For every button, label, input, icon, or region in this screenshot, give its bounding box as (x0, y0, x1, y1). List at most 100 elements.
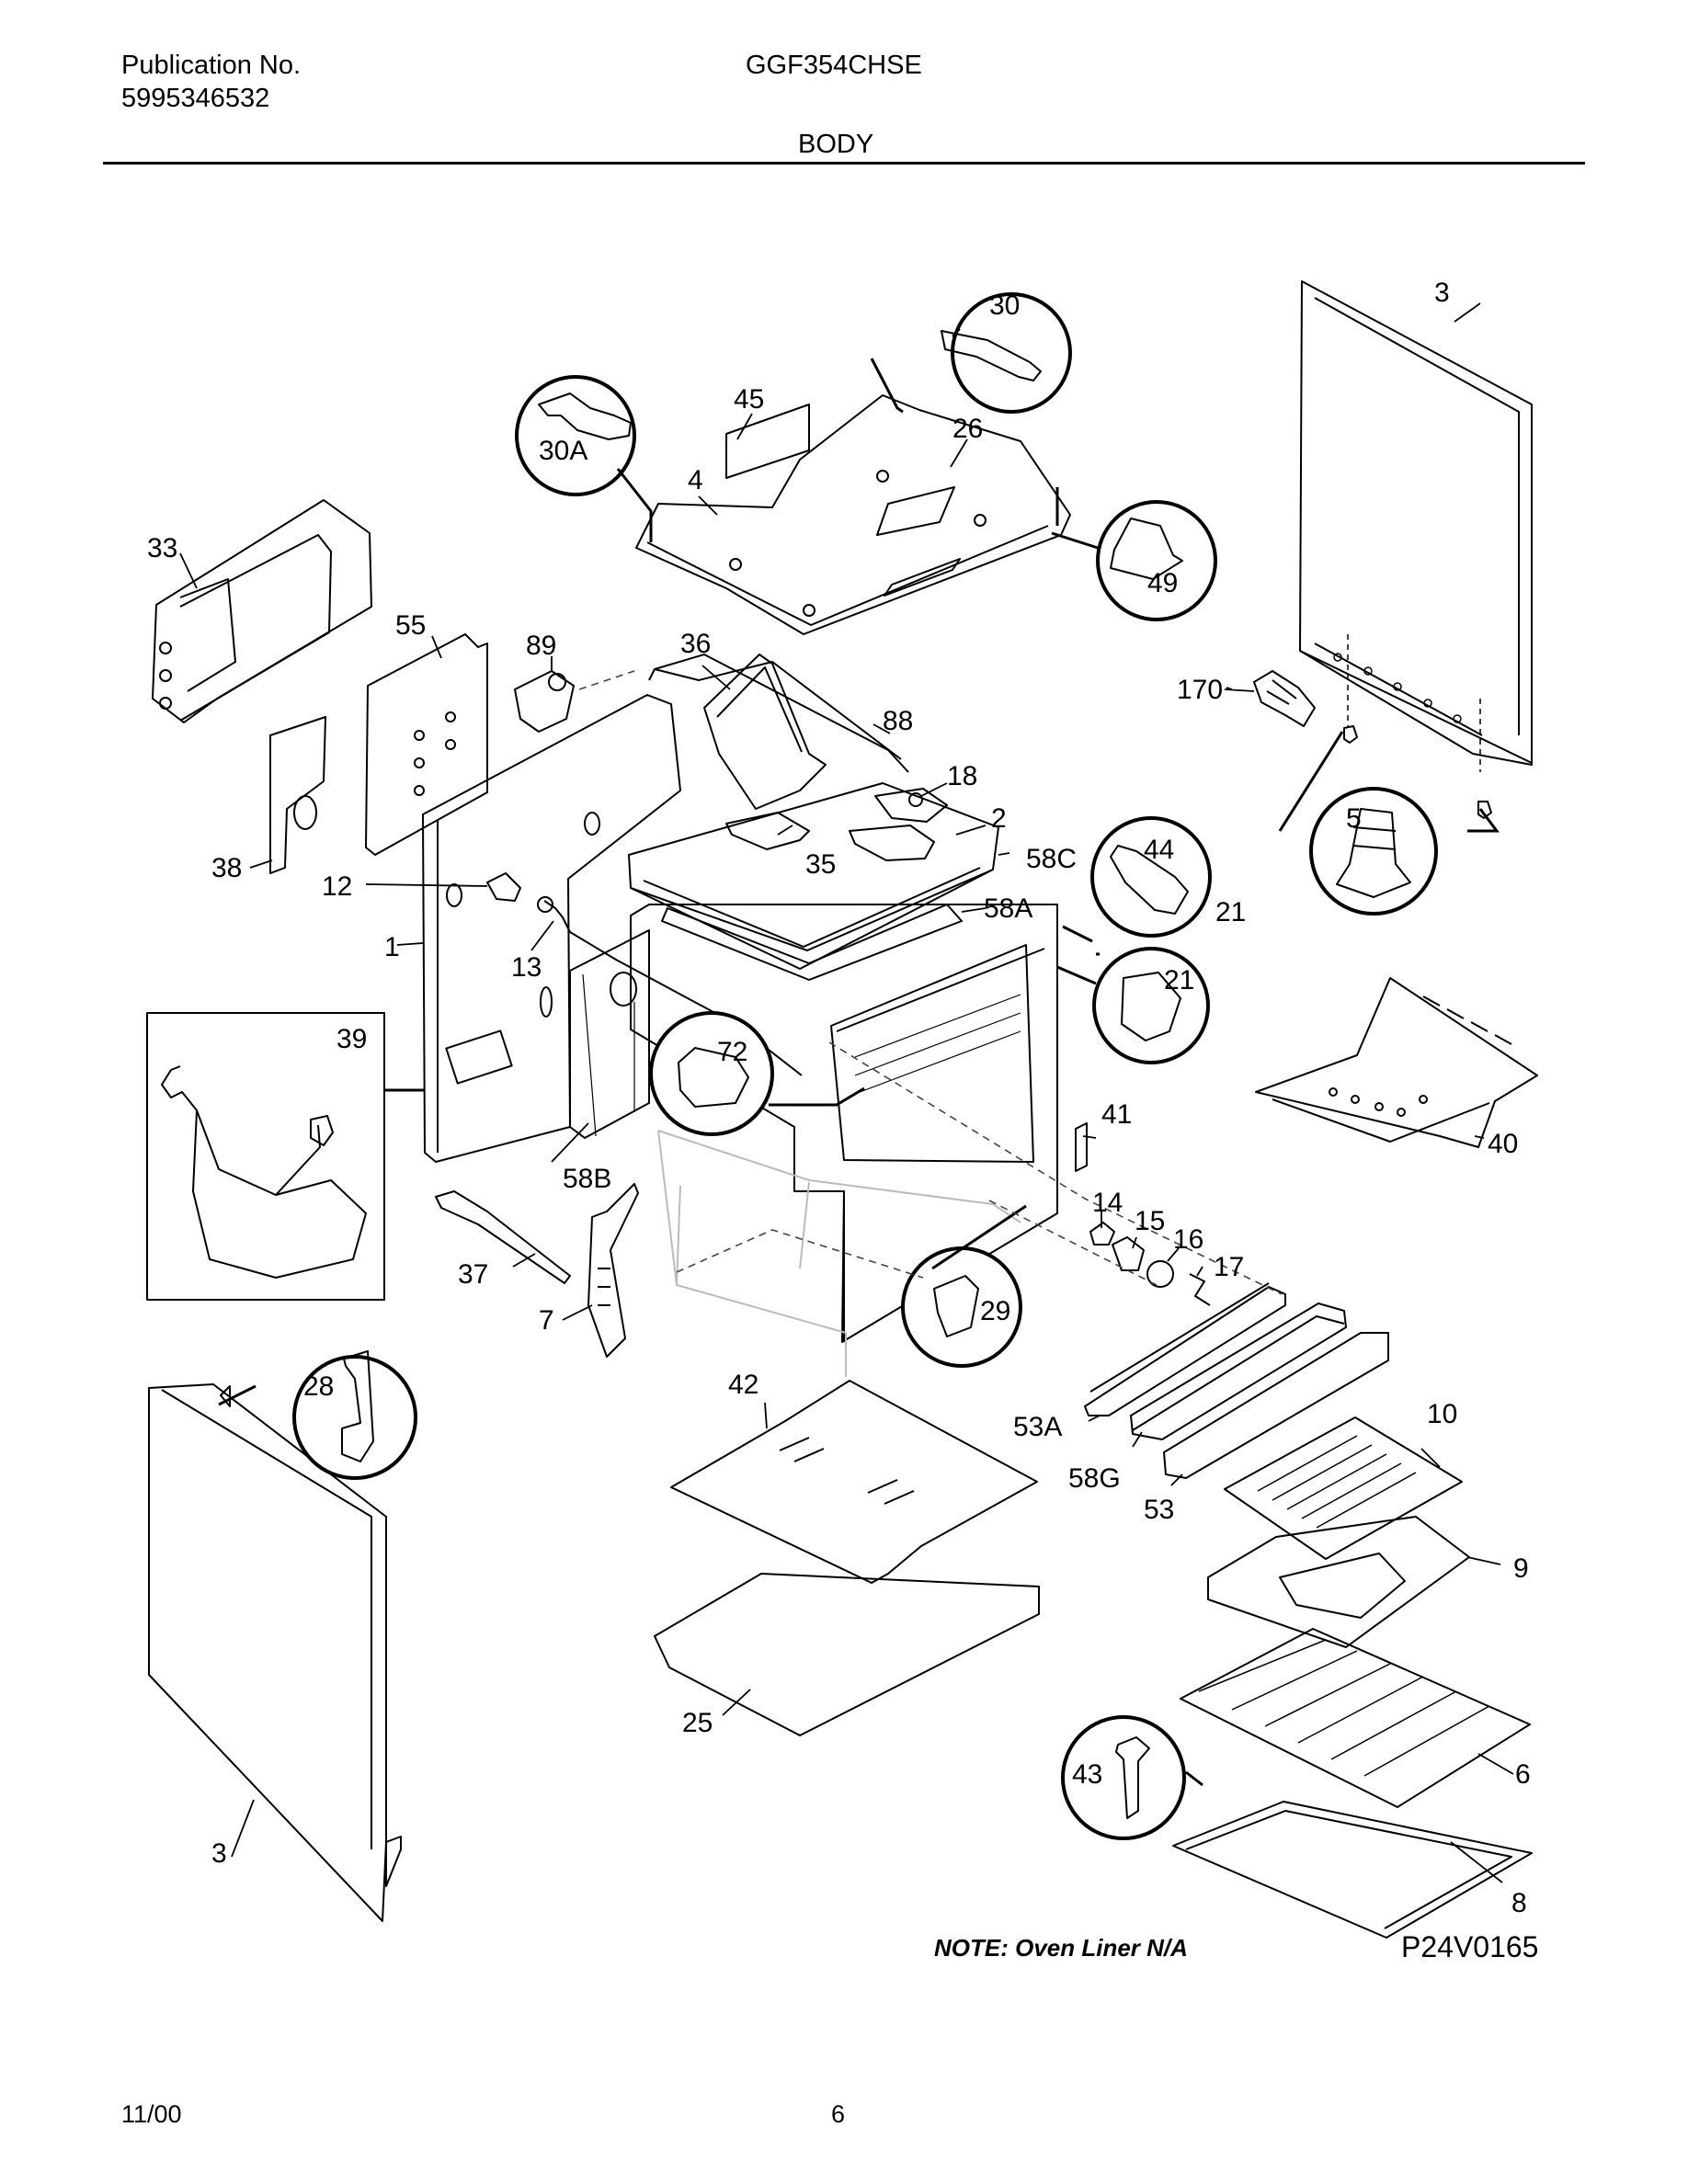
part-grommet-14 (1089, 1222, 1115, 1246)
part-hinge-7 (587, 1183, 639, 1358)
label-12: 12 (322, 871, 352, 902)
label-30a: 30A (539, 436, 587, 466)
label-49: 49 (1147, 568, 1178, 598)
label-58c: 58C (1026, 844, 1077, 874)
label-14: 14 (1092, 1188, 1123, 1218)
label-13: 13 (511, 952, 542, 983)
detail-21-grommet (1121, 972, 1181, 1041)
part-sensor-37 (435, 1190, 571, 1284)
publication-label: Publication No. (121, 51, 302, 80)
alignment-dashes (578, 670, 1283, 1295)
label-21a: 21 (1215, 897, 1246, 927)
part-top-support-4 (635, 394, 1071, 635)
label-3-right: 3 (1434, 278, 1450, 308)
part-heat-shield-36 (648, 654, 909, 810)
part-bracket-35 (725, 812, 810, 850)
figure-id: P24V0165 (1401, 1930, 1539, 1963)
detail-28-clip (341, 1350, 374, 1462)
part-clip-41 (1075, 1122, 1088, 1172)
label-58a: 58A (984, 893, 1032, 924)
part-manifold-panel-1 (422, 694, 681, 1163)
label-58g: 58G (1068, 1463, 1121, 1494)
part-insulation-58c (628, 782, 999, 981)
part-side-panel-right (1299, 280, 1533, 772)
part-oven-cavity-ghost (657, 1130, 1021, 1377)
label-28: 28 (303, 1371, 334, 1402)
part-grille-10 (1224, 1416, 1463, 1560)
oven-liner-note: NOTE: Oven Liner N/A (934, 1934, 1188, 1962)
part-bracket-89 (514, 670, 575, 733)
part-labels: 3 30 30A 45 26 4 49 33 55 89 36 88 170 1… (147, 278, 1531, 1918)
label-29: 29 (980, 1296, 1010, 1326)
part-clip-17 (1189, 1273, 1211, 1306)
thin-leaders (179, 302, 1514, 1883)
detail-30a-clip (538, 392, 632, 440)
label-6: 6 (1515, 1759, 1531, 1790)
part-bracket-170 (1253, 670, 1492, 819)
label-5: 5 (1346, 803, 1362, 834)
label-45: 45 (734, 384, 764, 415)
label-25: 25 (682, 1708, 713, 1738)
label-42: 42 (728, 1370, 758, 1400)
label-4: 4 (688, 465, 703, 495)
part-bottom-plate-25 (654, 1573, 1040, 1736)
part-rail-58g (1130, 1302, 1347, 1440)
label-15: 15 (1135, 1206, 1165, 1236)
detail-circle-49 (1096, 500, 1217, 621)
label-35: 35 (805, 849, 836, 880)
section-title: BODY (798, 130, 874, 159)
label-58b: 58B (563, 1164, 611, 1194)
part-grommet-16 (1146, 1260, 1174, 1288)
label-53a: 53A (1013, 1412, 1062, 1442)
label-33: 33 (147, 533, 177, 563)
part-rail-53a (1084, 1282, 1286, 1416)
footer-page-number: 6 (831, 2100, 846, 2128)
detail-43-screw (1115, 1736, 1150, 1819)
header-rule (103, 162, 1585, 165)
leader-lines (218, 358, 1500, 1787)
label-89: 89 (526, 631, 556, 661)
detail-circle-21 (1092, 947, 1210, 1064)
label-18: 18 (947, 761, 977, 791)
part-broiler-pan-9 (1207, 1516, 1470, 1648)
label-9: 9 (1513, 1553, 1529, 1584)
label-88: 88 (883, 706, 913, 736)
detail-5-leveler (1336, 808, 1411, 898)
part-oven-rack-6 (1180, 1628, 1531, 1808)
detail-49-bracket (1110, 518, 1183, 580)
detail-circle-30a (515, 375, 636, 496)
part-oven-bottom-8 (1172, 1801, 1533, 1939)
label-44: 44 (1144, 835, 1174, 865)
part-valve-12 (486, 872, 521, 902)
label-36: 36 (680, 629, 711, 659)
label-7: 7 (539, 1305, 554, 1336)
label-53: 53 (1144, 1495, 1174, 1525)
label-38: 38 (211, 853, 242, 883)
label-72: 72 (717, 1037, 747, 1067)
label-37: 37 (458, 1259, 488, 1290)
detail-circle-28 (292, 1355, 417, 1480)
part-rail-53 (1163, 1332, 1389, 1479)
part-bracket-18 (874, 788, 948, 823)
detail-44-knob (1110, 845, 1189, 915)
part-burner-plate-42 (670, 1380, 1038, 1584)
publication-number: 5995346532 (121, 84, 270, 113)
label-40: 40 (1488, 1129, 1518, 1159)
label-21b: 21 (1164, 965, 1194, 995)
label-30: 30 (989, 290, 1020, 321)
label-17: 17 (1214, 1252, 1244, 1282)
detail-29-clip (933, 1275, 979, 1337)
detail-30-clip (941, 328, 1042, 381)
label-39: 39 (336, 1024, 367, 1054)
part-shield-40 (1255, 977, 1538, 1148)
label-43: 43 (1072, 1759, 1102, 1790)
detail-circle-72 (649, 1011, 774, 1136)
part-plate-38 (269, 716, 326, 874)
label-2: 2 (991, 803, 1007, 834)
footer-date: 11/00 (121, 2100, 182, 2128)
label-41: 41 (1101, 1099, 1132, 1130)
label-16: 16 (1173, 1224, 1203, 1255)
part-bracket-2 (849, 825, 935, 861)
label-170: 170 (1177, 675, 1223, 705)
